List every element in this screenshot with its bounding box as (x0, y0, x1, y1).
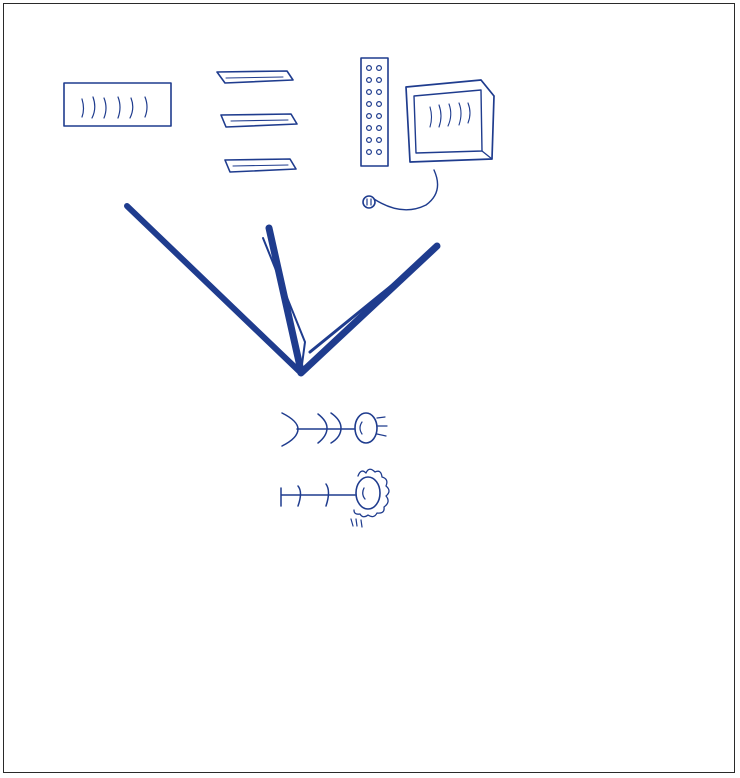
figure-sketch-2 (281, 469, 389, 527)
monitor-cable (374, 170, 438, 210)
bar-widgets (217, 71, 297, 172)
monitor-sketch (363, 80, 494, 210)
vertical-panel-sketch (361, 58, 388, 166)
window-sketch-left (64, 83, 171, 126)
bar-widget-1 (217, 71, 293, 83)
bar-widget-3 (225, 159, 296, 172)
plug-icon (363, 196, 375, 208)
fan-lines-sketch (127, 206, 437, 373)
figure-sketch-1 (282, 413, 387, 446)
bar-widget-2 (221, 114, 297, 127)
